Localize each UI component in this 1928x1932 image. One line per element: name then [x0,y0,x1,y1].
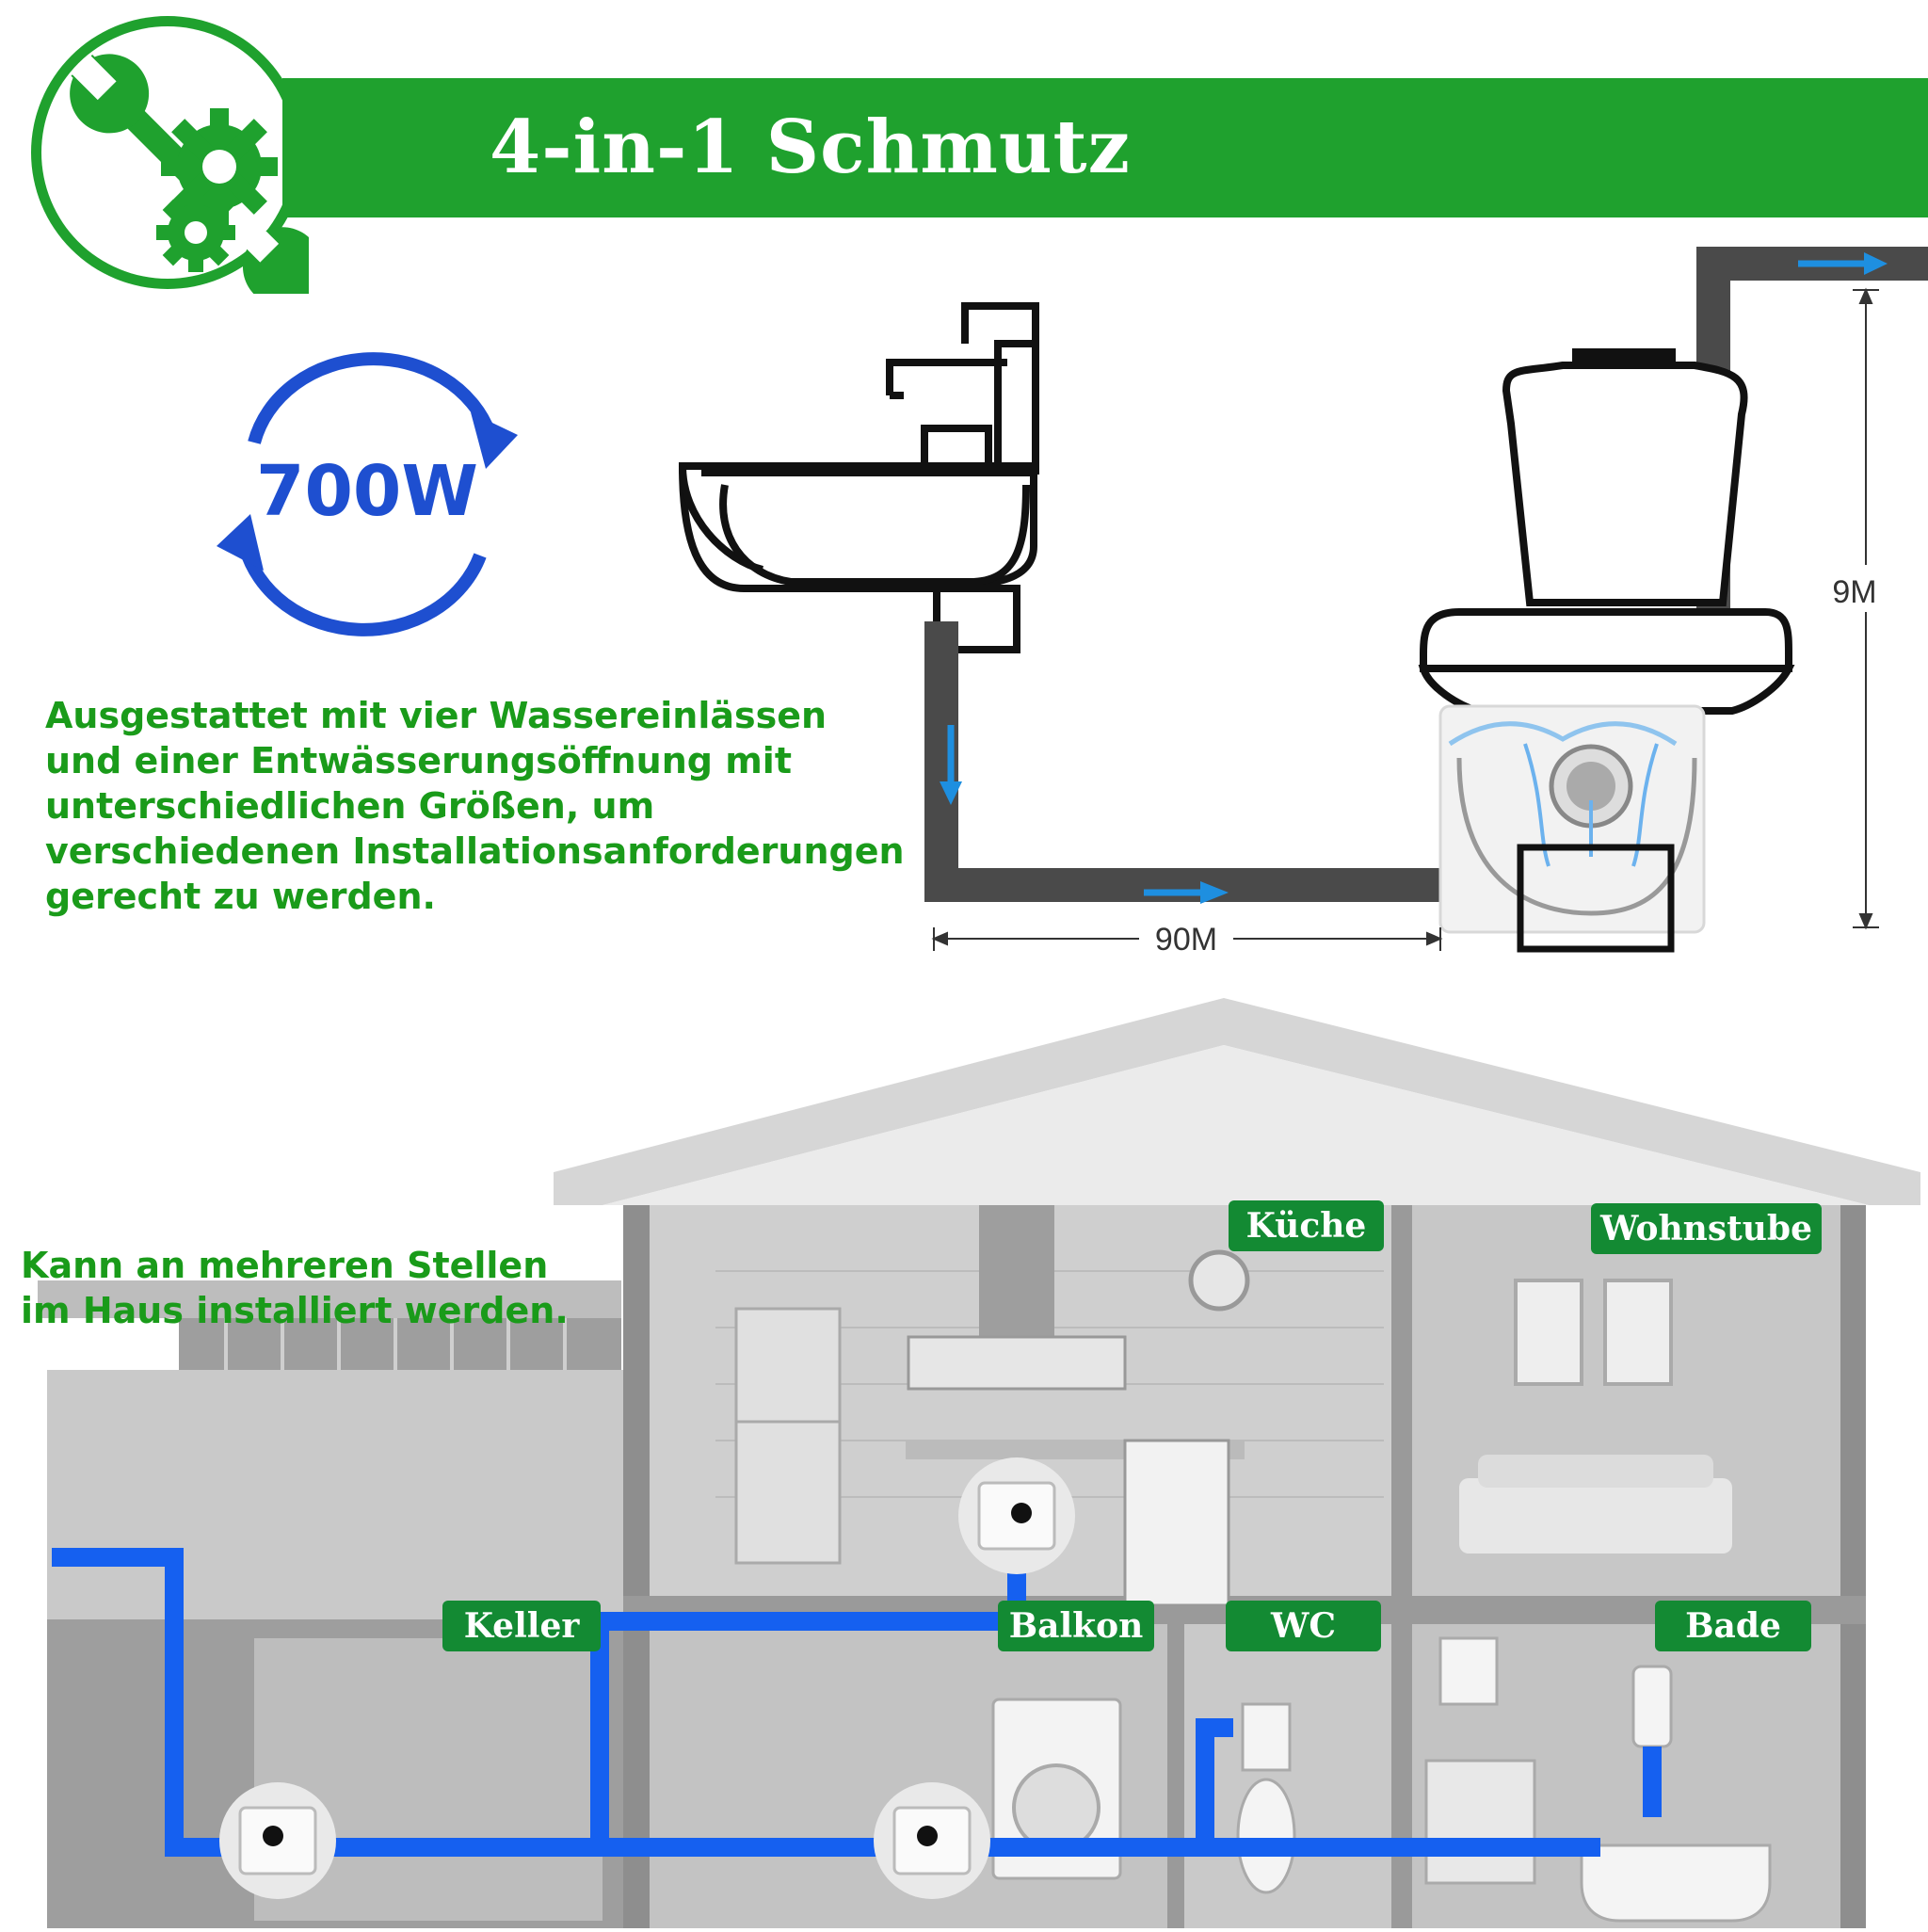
installation-note: Kann an mehreren Stellen im Haus install… [21,1243,623,1333]
power-badge: 700W [207,339,527,640]
location-label-wohnstube: Wohnstube [1591,1203,1822,1254]
installation-note-line: im Haus installiert werden. [21,1290,569,1331]
location-label-balkon: Balkon [998,1601,1154,1651]
location-label-wc: WC [1226,1601,1381,1651]
rotation-arrows-icon: 700W [217,352,518,636]
title-banner: 4-in-1 Schmutz Wasserpumpe [282,78,1928,330]
description-line: Ausgestattet mit vier Wassereinlässen [45,695,827,736]
feature-description: Ausgestattet mit vier Wassereinlässen un… [45,693,911,919]
location-label-bade: Bade [1655,1601,1811,1651]
power-label: 700W [256,451,478,532]
horizontal-distance-label: 90M [1155,922,1217,958]
sink-icon [678,302,1039,653]
location-label-keller: Keller [442,1601,601,1651]
location-label-kueche: Küche [1229,1200,1384,1251]
description-line: gerecht zu werden. [45,876,436,917]
wrench-gear-icon [26,11,322,307]
description-line: und einer Entwässerungsöffnung mit [45,740,792,781]
installation-diagram: 90M 9M [659,235,1928,989]
toilet-icon [1418,348,1795,715]
installation-note-line: Kann an mehreren Stellen [21,1245,549,1286]
pump-icon [1438,704,1706,953]
pump-icon [219,1782,336,1899]
description-line: verschiedenen Installationsanforderungen [45,830,905,872]
house-illustration [0,989,1928,1928]
page-title: 4-in-1 Schmutz Wasserpumpe [490,105,1131,330]
pump-icon [874,1782,990,1899]
description-line: unterschiedlichen Größen, um [45,785,655,827]
pump-icon [958,1457,1075,1574]
vertical-distance-label: 9M [1832,574,1876,610]
